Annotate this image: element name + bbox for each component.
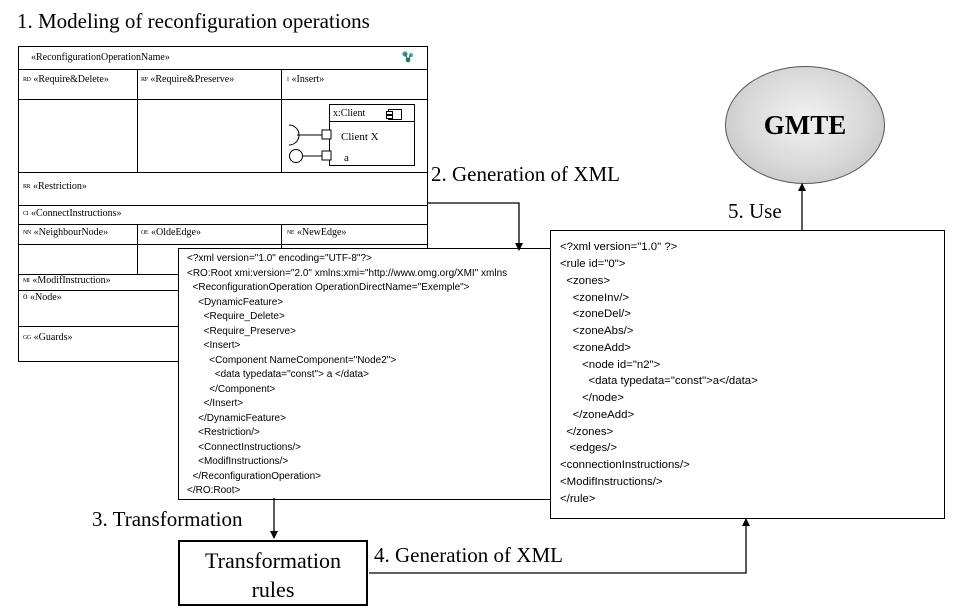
xml2-line: </node> [560,392,624,404]
client-label: Client X [341,131,379,143]
require-delete-label: «Require&Delete» [33,74,109,85]
xml2-line: <zoneDel/> [560,308,631,320]
guards-icon: GG [23,335,31,341]
xml1-line: <ModifInstructions/> [187,456,289,467]
olde-edge-icon: OE [141,230,149,236]
model-title-row: «ReconfigurationOperationName» [19,47,427,70]
xml1-line: </DynamicFeature> [187,413,286,424]
xml1-line: </ReconfigurationOperation> [187,471,321,482]
transformation-rules-line2: rules [251,577,295,602]
node-icon: o [23,291,28,301]
xml2-line: <connectionInstructions/> [560,459,690,471]
component-name: x:Client [333,108,366,119]
require-preserve-label: «Require&Preserve» [150,74,235,85]
xml1-line: <DynamicFeature> [187,297,284,308]
dynamic-feature-content-row [19,99,427,173]
step-5-label: 5. Use [728,199,782,223]
xml2-line: <ModifInstructions/> [560,476,663,488]
guards-label: «Guards» [33,332,73,343]
insert-icon: I [287,77,289,83]
xml1-line: <Component NameComponent="Node2"> [187,355,397,366]
xml1-line: <Require_Preserve> [187,326,296,337]
xml2-line: <edges/> [560,442,617,454]
client-component: x:Client Client X a [329,104,415,166]
generated-xml-box: <?xml version="1.0" encoding="UTF-8"?> <… [178,248,552,500]
require-preserve-cell: RP«Require&Preserve» [137,69,282,99]
insert-cell: I«Insert» [287,74,324,85]
component-stereotype-icon [386,109,402,120]
node-label: «Node» [30,292,62,303]
xml2-line: <rule id="0"> [560,258,626,270]
xml2-line: </rule> [560,493,596,505]
step-3-label: 3. Transformation [92,507,243,531]
xml2-line: <zoneAbs/> [560,325,634,337]
olde-edge-label: «OldeEdge» [151,227,201,238]
restriction-icon: RR [23,184,31,190]
modif-icon: MI [23,278,30,284]
port-a-label: a [344,152,349,164]
dynamic-feature-header-row: RD«Require&Delete» RP«Require&Preserve» … [19,69,427,100]
insert-label: «Insert» [291,74,325,85]
xml1-line: <?xml version="1.0" encoding="UTF-8"?> [187,253,372,264]
gmte-xml-box: <?xml version="1.0" ?> <rule id="0"> <zo… [550,230,945,519]
gmte-tool: GMTE [725,66,885,184]
xml1-line: </Insert> [187,398,244,409]
restriction-label: «Restriction» [33,181,87,192]
provided-interface-icon [289,149,303,163]
edges-header-row: NN«NeighbourNode» OE«OldeEdge» NE«NewEdg… [19,224,427,245]
xml1-line: <Restriction/> [187,427,260,438]
connect-instructions-label: «ConnectInstructions» [31,208,122,219]
neighbour-node-icon: NN [23,230,31,236]
xml2-line: <zoneInv/> [560,292,630,304]
xml1-line: <RO:Root xmi:version="2.0" xmlns:xmi="ht… [187,268,508,279]
transformation-rules-line1: Transformation [204,548,342,573]
xml2-line: <node id="n2"> [560,359,661,371]
require-delete-icon: RD [23,77,31,83]
xml1-line: <Insert> [187,340,241,351]
xml2-line: <data typedata="const">a</data> [560,375,758,387]
modif-instruction-label: «ModifInstruction» [32,275,111,286]
xml1-line: <ConnectInstructions/> [187,442,301,453]
xml1-line: <ReconfigurationOperation OperationDirec… [187,282,470,293]
xml2-line: </zoneAdd> [560,409,635,421]
model-logo-icon [401,50,415,67]
connect-instructions-row: CI«ConnectInstructions» [19,205,427,225]
gmte-label: GMTE [763,109,847,140]
required-port [321,129,332,140]
transformation-rules-box: Transformation rules [178,540,368,606]
require-delete-cell: RD«Require&Delete» [19,69,138,99]
guards-row: GG«Guards» [19,326,427,360]
xml2-line: <zones> [560,275,611,287]
xml1-line: <data typedata="const"> a </data> [187,369,369,380]
provided-port [321,150,332,161]
xml2-line: <?xml version="1.0" ?> [560,241,678,253]
step-2-label: 2. Generation of XML [431,162,620,186]
require-preserve-icon: RP [141,77,148,83]
step-1-label: 1. Modeling of reconfiguration operation… [17,9,370,33]
xml1-line: </Component> [187,384,276,395]
xml2-line: <zoneAdd> [560,342,631,354]
new-edge-label: «NewEdge» [297,227,347,238]
model-title: «ReconfigurationOperationName» [31,52,170,63]
xml1-line: </RO:Root> [187,485,241,496]
new-edge-icon: NE [287,230,295,236]
xml1-line: <Require_Delete> [187,311,285,322]
neighbour-node-label: «NeighbourNode» [33,227,109,238]
restriction-row: RR«Restriction» [19,172,427,206]
connect-icon: CI [23,211,29,217]
xml2-line: </zones> [560,426,614,438]
